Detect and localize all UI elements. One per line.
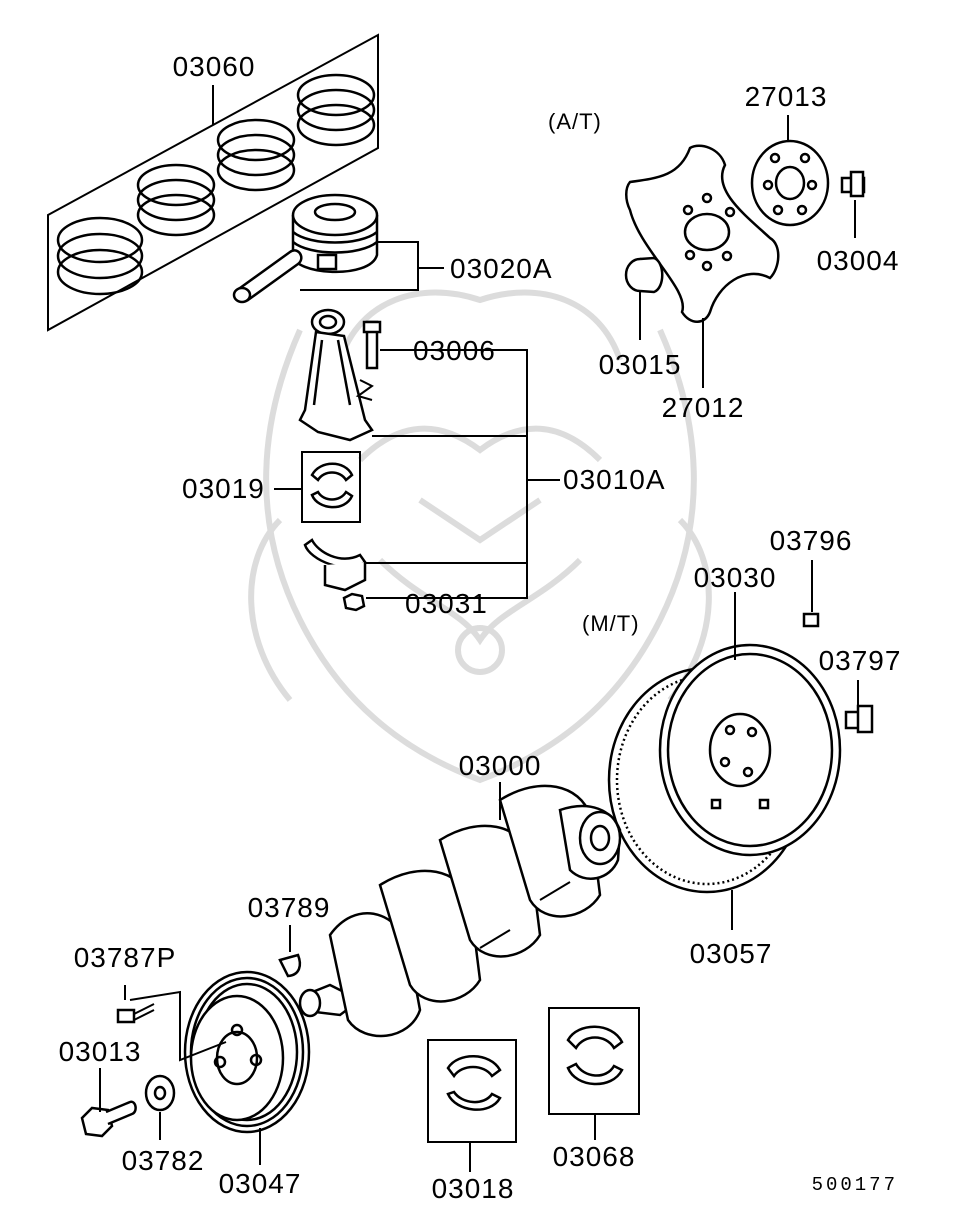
ring-4 [296, 73, 376, 147]
ring-2 [136, 163, 216, 237]
pulley-bolt-small [116, 1003, 155, 1024]
piston [291, 193, 379, 274]
watermark-emblem [248, 289, 712, 784]
rod-nut [342, 592, 366, 612]
label-03020A: 03020A [450, 253, 553, 284]
piston-pin [232, 249, 303, 304]
label-03796: 03796 [770, 525, 853, 556]
converter-spacer [624, 256, 664, 294]
flywheel-dowel [802, 612, 820, 628]
figure-number: 500177 [812, 1174, 898, 1196]
woodruff-key [278, 953, 302, 978]
label-03000: 03000 [459, 750, 542, 781]
label-manual-group: (M/T) [582, 611, 640, 636]
connecting-rod [298, 308, 374, 442]
crank-pulley [183, 970, 311, 1134]
label-03787P: 03787P [74, 942, 177, 973]
label-03797: 03797 [819, 645, 902, 676]
rod-cap [303, 538, 367, 592]
label-03019: 03019 [182, 473, 265, 504]
label-03782: 03782 [122, 1145, 205, 1176]
crank-bolt [80, 1100, 137, 1138]
main-bearing-box-upper [548, 1007, 640, 1115]
rod-bolt [362, 320, 382, 370]
label-03060: 03060 [173, 51, 256, 82]
label-03030: 03030 [694, 562, 777, 593]
crankshaft [298, 784, 622, 1038]
label-03047: 03047 [219, 1168, 302, 1199]
ring-3 [216, 118, 296, 192]
flywheel-bolt [844, 704, 874, 734]
label-03004: 03004 [817, 245, 900, 276]
label-03013: 03013 [59, 1036, 142, 1067]
label-03018: 03018 [432, 1173, 515, 1204]
flex-plate [625, 144, 780, 323]
label-03057: 03057 [690, 938, 773, 969]
flywheel [658, 643, 842, 857]
pulley-washer [144, 1074, 176, 1112]
label-03789: 03789 [248, 892, 331, 923]
label-27013: 27013 [745, 81, 828, 112]
label-automatic-group: (A/T) [548, 109, 602, 134]
rod-bearing-box [301, 451, 361, 523]
label-03015: 03015 [599, 349, 682, 380]
label-03010A: 03010A [563, 464, 666, 495]
label-03006: 03006 [413, 335, 496, 366]
piston-ring-set [47, 33, 379, 332]
flex-plate-bolt [840, 170, 866, 198]
main-bearing-box-lower [427, 1039, 517, 1143]
flex-plate-adapter [750, 139, 830, 227]
label-03068: 03068 [553, 1141, 636, 1172]
label-27012: 27012 [662, 392, 745, 423]
label-03031: 03031 [405, 588, 488, 619]
ring-1 [56, 216, 144, 296]
